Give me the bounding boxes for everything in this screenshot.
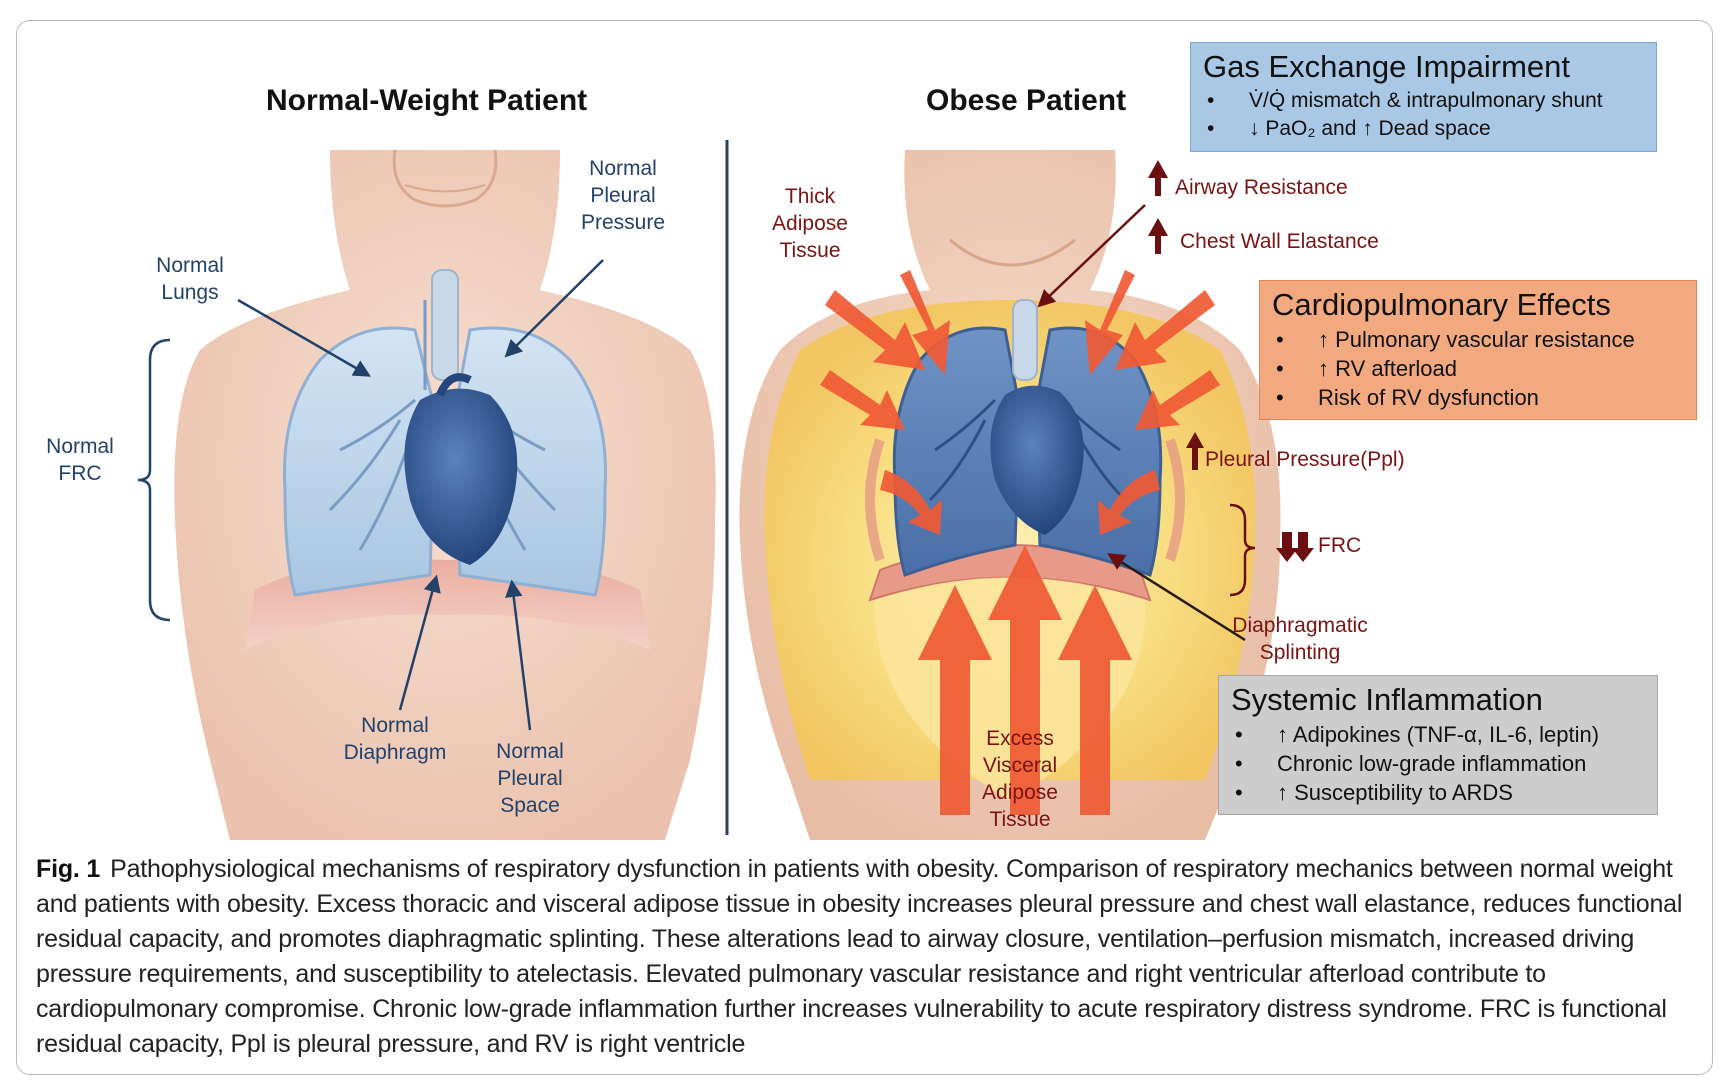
label-excess-visceral: Excess Visceral Adipose Tissue: [982, 727, 1058, 831]
label-chest-wall-elastance: Chest Wall Elastance: [1180, 230, 1379, 253]
label-diaphragmatic-splinting: Diaphragmatic Splinting: [1232, 614, 1368, 664]
box-inflam-item: ↑ Susceptibility to ARDS: [1231, 778, 1645, 807]
box-cardio-item: ↑ Pulmonary vascular resistance: [1272, 325, 1684, 354]
caption-label: Fig. 1: [36, 855, 101, 883]
obese-pointer-arrows: [1037, 204, 1246, 642]
obese-frc-bracket: [1229, 503, 1256, 597]
label-normal-pleural-space: Normal Pleural Space: [496, 740, 564, 817]
box-inflam-item: Chronic low-grade inflammation: [1231, 749, 1645, 778]
normal-pointer-arrows: [237, 259, 604, 731]
normal-frc-bracket: [137, 338, 171, 622]
box-systemic-inflammation: Systemic Inflammation ↑ Adipokines (TNF-…: [1218, 675, 1658, 815]
box-gas-item: V̇/Q̇ mismatch & intrapulmonary shunt: [1203, 87, 1644, 115]
label-pleural-pressure: Pleural Pressure(Ppl): [1205, 448, 1405, 471]
box-cardio-item: ↑ RV afterload: [1272, 354, 1684, 383]
box-inflam-title: Systemic Inflammation: [1231, 682, 1543, 717]
box-inflam-item: ↑ Adipokines (TNF-α, IL-6, leptin): [1231, 720, 1645, 749]
label-thick-adipose: Thick Adipose Tissue: [772, 185, 848, 262]
box-cardio-item: Risk of RV dysfunction: [1272, 383, 1684, 412]
box-cardio-title: Cardiopulmonary Effects: [1272, 287, 1611, 322]
obese-heart: [990, 385, 1084, 535]
up-arrow-icons: [1148, 160, 1204, 470]
label-frc: FRC: [1318, 534, 1362, 557]
box-cardiopulmonary: Cardiopulmonary Effects ↑ Pulmonary vasc…: [1259, 280, 1697, 420]
caption-text: Pathophysiological mechanisms of respira…: [36, 855, 1683, 1058]
normal-heart: [404, 373, 518, 565]
label-normal-lungs: Normal Lungs: [156, 254, 224, 304]
compression-arrows: [820, 270, 1220, 815]
panel-title-normal: Normal-Weight Patient: [266, 84, 588, 117]
label-normal-pleural-pressure: Normal Pleural Pressure: [580, 157, 666, 234]
label-airway-resistance: Airway Resistance: [1175, 176, 1348, 199]
down-arrow-icons: [1276, 532, 1314, 562]
box-gas-item: ↓ PaO₂ and ↑ Dead space: [1203, 115, 1644, 143]
label-normal-frc: Normal FRC: [46, 435, 114, 485]
box-gas-title: Gas Exchange Impairment: [1203, 49, 1571, 84]
label-normal-diaphragm: Normal Diaphragm: [343, 714, 447, 764]
panel-title-obese: Obese Patient: [926, 84, 1127, 117]
box-gas-exchange: Gas Exchange Impairment V̇/Q̇ mismatch &…: [1190, 42, 1657, 152]
